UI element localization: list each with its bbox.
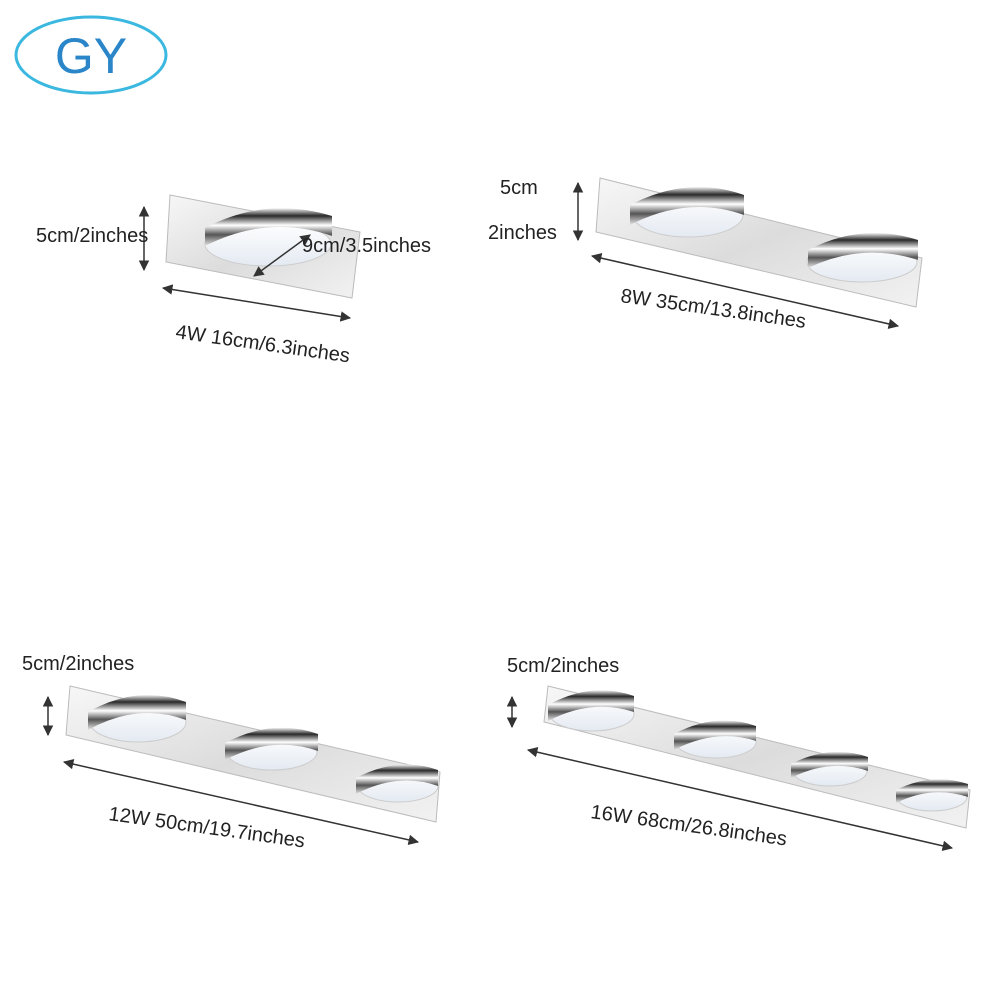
lamp-16w-height-label: 5cm/2inches <box>507 655 619 677</box>
width-arrow <box>62 758 420 846</box>
lamp-4w <box>138 194 361 322</box>
lamp-8w-chrome-rim <box>808 232 918 268</box>
lamp-8w-height-label: 5cm <box>500 177 538 199</box>
lamp-8w <box>572 177 923 330</box>
lamp-8w-chrome-rim <box>630 187 744 225</box>
width-arrow <box>526 747 954 851</box>
lamp-12w-height-label: 5cm/2inches <box>22 653 134 675</box>
gy-logo: GY <box>14 15 168 95</box>
lamp-4w-depth-label: 9cm/3.5inches <box>302 235 431 257</box>
lamp-8w-height-label: 2inches <box>488 222 557 244</box>
lamp-4w-width-label: 4W 16cm/6.3inches <box>174 321 351 367</box>
lamp-16w-width-label: 16W 68cm/26.8inches <box>589 801 788 850</box>
lamp-12w-chrome-rim <box>225 727 318 760</box>
lamp-12w-chrome-rim <box>88 694 186 730</box>
lamp-8w-width-label: 8W 35cm/13.8inches <box>619 285 807 333</box>
lamp-4w-height-label: 5cm/2inches <box>36 225 148 247</box>
logo-text: GY <box>55 28 127 84</box>
lamp-12w <box>42 685 441 846</box>
lamp-16w-chrome-rim <box>548 690 634 721</box>
lamp-16w-chrome-rim <box>674 720 756 750</box>
width-arrow <box>161 284 352 322</box>
logo-ring <box>14 15 168 95</box>
depth-arrow <box>253 234 311 277</box>
lamp-4w-chrome-rim <box>205 208 332 246</box>
lamp-16w <box>506 685 971 851</box>
width-arrow <box>590 252 900 330</box>
